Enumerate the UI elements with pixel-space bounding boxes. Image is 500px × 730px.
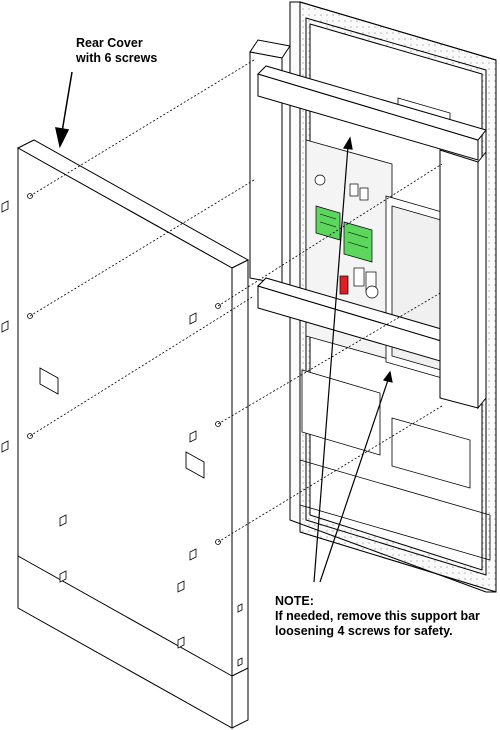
circuit-board-left [315, 205, 341, 241]
note-leader-arrows [313, 136, 393, 583]
circuit-board-right [343, 221, 373, 263]
dashed-alignment-lines [29, 59, 443, 543]
red-fuse-component [339, 275, 349, 295]
note-line1: If needed, remove this support bar [275, 609, 480, 623]
electronics-panel [299, 139, 491, 561]
note-label: NOTE: If needed, remove this support bar… [275, 594, 480, 639]
note-heading: NOTE: [275, 594, 314, 608]
rear-cover-label: Rear Cover with 6 screws [76, 36, 157, 66]
rear-cover-panel [16, 139, 250, 729]
rear-cover-label-line1: Rear Cover [76, 36, 143, 50]
rear-cover-cutouts [39, 367, 205, 479]
screw-icons [1, 193, 243, 667]
rear-cover-leader-arrow [55, 71, 73, 149]
terminal-components [314, 174, 379, 299]
note-line2: loosening 4 screws for safety. [275, 624, 453, 638]
support-bar [249, 39, 487, 410]
rear-cover-label-line2: with 6 screws [76, 51, 158, 65]
